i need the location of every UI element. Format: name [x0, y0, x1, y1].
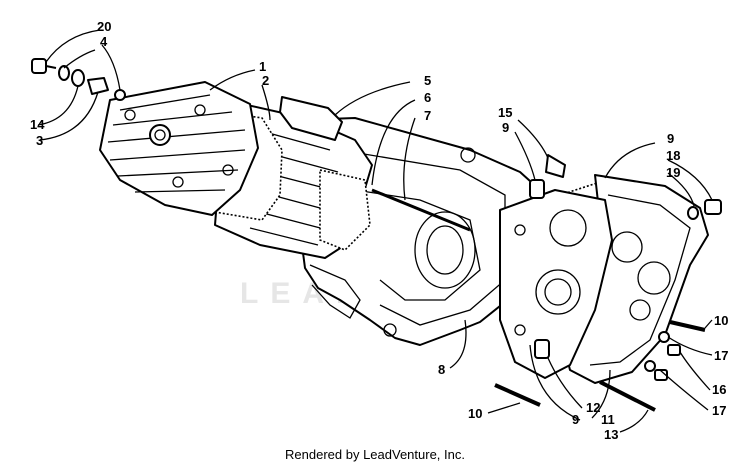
callout-9-top: 9: [502, 120, 509, 135]
callout-5: 5: [424, 73, 431, 88]
callout-20: 20: [97, 19, 111, 34]
bolt-13: [599, 380, 656, 412]
callout-9-right: 9: [667, 131, 674, 146]
callout-15: 15: [498, 105, 512, 120]
o-ring: [114, 89, 126, 101]
intake-block: [279, 96, 343, 141]
callout-3: 3: [36, 133, 43, 148]
cylinder-gasket: [319, 169, 371, 251]
bolt-10-bottom: [494, 383, 541, 407]
washer-17-lower: [644, 360, 656, 372]
callout-17-upper: 17: [714, 348, 728, 363]
cylinder-head: [99, 81, 259, 216]
callout-11: 11: [601, 412, 615, 427]
crankcase-plate: [499, 189, 613, 379]
callout-10-right: 10: [714, 313, 728, 328]
stud: [371, 188, 471, 232]
callout-4: 4: [100, 34, 108, 49]
callout-9-bottom: 9: [572, 412, 579, 427]
spacer-3: [87, 77, 109, 95]
callout-6: 6: [424, 90, 431, 105]
callout-12: 12: [586, 400, 600, 415]
callout-labels: 20 4 1 2 5 6 7 14 3 15 9 9 18 19 10 17 1…: [30, 19, 728, 442]
callout-2: 2: [262, 73, 269, 88]
washer-4: [58, 65, 70, 81]
callout-1: 1: [259, 59, 266, 74]
callout-13: 13: [604, 427, 618, 442]
callout-17-lower: 17: [712, 403, 726, 418]
callout-10-bottom: 10: [468, 406, 482, 421]
plug: [545, 154, 566, 178]
washer-18: [687, 206, 699, 220]
callout-19: 19: [666, 165, 680, 180]
bolt-16-upper: [667, 344, 681, 356]
callout-16: 16: [712, 382, 726, 397]
callout-14: 14: [30, 117, 45, 132]
footer-credit: Rendered by LeadVenture, Inc.: [285, 447, 465, 462]
bolt-16-lower: [654, 369, 668, 381]
bolt-19: [704, 199, 722, 215]
washer-14: [71, 69, 85, 87]
bolt-10-right: [669, 320, 706, 332]
leader-lines: [37, 29, 713, 433]
callout-18: 18: [666, 148, 680, 163]
bolt-20: [31, 58, 57, 74]
washer-17-upper: [658, 331, 670, 343]
callout-8: 8: [438, 362, 445, 377]
dowel-top: [529, 179, 545, 199]
callout-7: 7: [424, 108, 431, 123]
dowel-bottom: [534, 339, 550, 359]
